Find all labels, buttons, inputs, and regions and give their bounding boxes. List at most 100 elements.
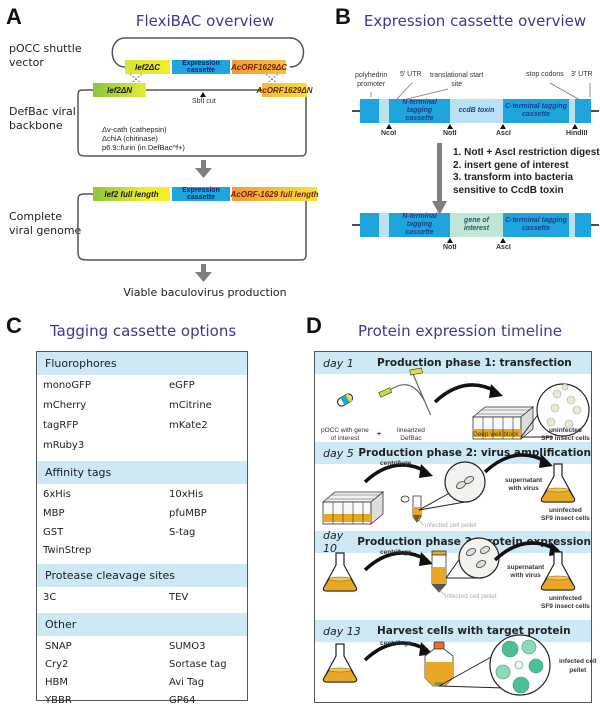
option-item: mCitrine (169, 400, 212, 411)
phase-title: Harvest cells with target protein (377, 625, 571, 637)
label-line: polyhedrin (355, 72, 388, 79)
seg-line: C-terminal tagging (505, 103, 567, 110)
panel-a-diagram (77, 37, 307, 282)
hindiii-site-marker (572, 124, 578, 129)
label-line: DefBac (400, 435, 422, 442)
option-item: 10xHis (169, 489, 204, 500)
label-line: Complete (9, 210, 63, 223)
utr3-block (575, 99, 591, 123)
section-header-affinity-tags: Affinity tags (37, 461, 247, 484)
label-line: promoter (357, 81, 386, 88)
defbac-label: linearized DefBac (397, 427, 425, 443)
option-item: 3C (43, 592, 57, 603)
plus-sign: + (377, 431, 382, 438)
label-line: SF9 insect cells (541, 515, 590, 522)
curved-arrow-icon (433, 382, 505, 404)
panel-b-letter: B (335, 4, 351, 29)
label-line: uninfected (548, 595, 582, 602)
option-item: Cry2 (45, 659, 69, 670)
section-header-fluorophores: Fluorophores (37, 352, 247, 375)
option-item: GST (43, 527, 64, 538)
acorf1629-dc-gene: AcORF1629ΔC (231, 60, 287, 74)
label-line: pellet (569, 667, 587, 674)
supernatant-label: supernatant with virus (505, 477, 542, 493)
label-line: pOCC shuttle (9, 42, 82, 55)
option-item: SUMO3 (169, 641, 206, 652)
expression-cassette-shuttle: Expression cassette (172, 60, 230, 74)
section-header-protease-cleavage: Protease cleavage sites (37, 564, 247, 587)
step-line: sensitive to CcdB toxin (453, 184, 564, 196)
curved-arrow-icon (483, 452, 555, 474)
seg-line: C-terminal tagging (505, 217, 567, 224)
seg-line: N-terminal tagging (402, 99, 437, 114)
cloning-steps: 1. NotI + AscI restriction digest 2. ins… (453, 147, 600, 197)
infected-pellet-label: infected cell pellet (559, 657, 597, 675)
crossover-right (265, 73, 279, 85)
seg-line: cassette (521, 111, 551, 118)
day-label: day 10 (323, 529, 344, 555)
panel-c-title: Tagging cassette options (50, 322, 237, 340)
uninfected-cells-label: uninfected SF9 insect cells (541, 507, 590, 523)
option-item: Avi Tag (169, 677, 205, 688)
ccdb-toxin-segment: ccdB toxin (458, 107, 495, 114)
lef2-full-gene: lef2 full length (93, 187, 170, 201)
option-item: eGFP (169, 380, 195, 391)
phase-header-day1: day 1 Production phase 1: transfection (315, 352, 591, 374)
cassette-line: Expression (182, 187, 220, 194)
utr5-label: 5' UTR (400, 71, 422, 78)
label-line: backbone (9, 119, 63, 132)
seg-line: N-terminal tagging (402, 213, 437, 228)
cassette-line: Expression (182, 60, 220, 67)
flask-icon (322, 552, 358, 592)
phase-title: Production phase 1: transfection (377, 357, 572, 369)
utr3-block-bottom (575, 213, 591, 237)
asci-site-marker (500, 124, 506, 129)
step-line: 3. transform into bacteria (453, 172, 574, 183)
phase-header-day10: day 10 Production phase 3: protein expre… (315, 529, 591, 555)
label-line: with virus (508, 485, 539, 492)
ncoi-site-label: NcoI (381, 130, 397, 137)
seg-line: cassette (405, 115, 434, 122)
label-line: viral genome (9, 224, 82, 237)
cloning-arrow (432, 143, 447, 215)
magnified-virus-icon (418, 461, 486, 511)
seg-line: interest (463, 225, 490, 232)
uninfected-cells-label: uninfected SF9 insect cells (541, 595, 590, 611)
pocc-label: pOCC with gene of interest (321, 427, 369, 443)
deep-well-block-label: Deep well block (473, 431, 519, 438)
label-line: SF9 insect cells (541, 603, 590, 610)
option-item: HBM (45, 677, 69, 688)
down-arrow-2 (195, 264, 212, 282)
option-item: mCherry (43, 400, 87, 411)
outcome-label: Viable baculovirus production (123, 286, 287, 299)
label-line: of interest (330, 435, 360, 442)
label-line: SF9 insect cells (541, 435, 590, 442)
option-item: SNAP (45, 641, 72, 652)
translational-start-label: translational start site (430, 71, 483, 89)
down-arrow-1 (195, 160, 212, 178)
option-item: Sortase tag (169, 659, 227, 670)
bottom-backbone-lines (352, 224, 599, 226)
noti-site-marker (447, 124, 453, 129)
pocc-plasmid-icon (336, 393, 354, 407)
option-item: S-tag (169, 527, 196, 538)
option-item: mRuby3 (43, 440, 85, 451)
magnified-cells-icon (520, 383, 590, 438)
deletions-list: Δv-cath (cathepsin) ΔchiA (chitinase) p6… (102, 125, 185, 152)
deletion-item: ΔchiA (chitinase) (102, 134, 158, 143)
label-line: vector (9, 56, 44, 69)
cassette-line: cassette (186, 194, 216, 201)
seg-line: cassette (405, 229, 434, 236)
label-line: translational start (430, 72, 484, 79)
option-item: TEV (169, 592, 189, 603)
polyhedrin-promoter-label: polyhedrin promoter (355, 71, 387, 89)
option-item: pfuMBP (169, 508, 207, 519)
option-item: mKate2 (169, 420, 208, 431)
utr3-label: 3' UTR (571, 71, 593, 78)
shuttle-vector-label: pOCC shuttle vector (9, 42, 82, 70)
magnified-infected-cells-icon (438, 634, 551, 696)
option-item: YBBR (45, 695, 72, 706)
